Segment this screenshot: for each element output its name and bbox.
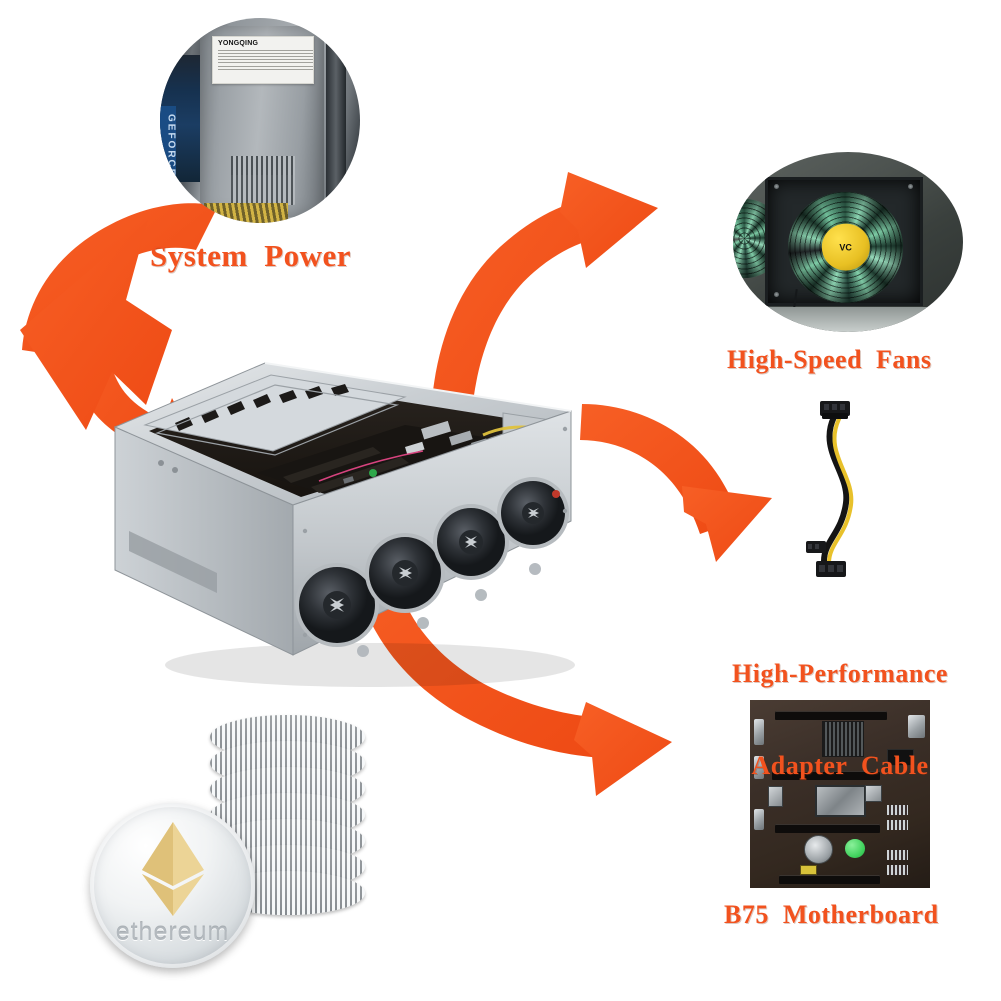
- io-shield-port: [753, 756, 765, 779]
- fan-array: [295, 477, 569, 647]
- fan-photo-floor: [733, 306, 963, 332]
- chipset-heatsink: [822, 720, 864, 757]
- psu-spec-label: YONGQING: [212, 36, 314, 84]
- pcie-slot: [778, 874, 880, 884]
- front-ethereum-coin: ethereum: [90, 803, 255, 968]
- fan-screw: [774, 292, 780, 298]
- cable-wire-yellow: [827, 417, 854, 565]
- fan-hub-mark: VC: [839, 242, 852, 253]
- ethereum-coin-stack: ethereum: [90, 715, 370, 970]
- geforce-branding-text: GEFORCE: [160, 105, 177, 186]
- pcie-slot: [771, 771, 880, 781]
- rig-fan: [295, 563, 379, 647]
- mining-rig-chassis: [113, 362, 575, 687]
- power-header: [908, 715, 925, 738]
- sata-connector: [886, 748, 914, 766]
- gpu-rail-inner-edge: [154, 384, 400, 456]
- io-shield-port: [753, 809, 765, 830]
- arrow-to-system-power-tail: [22, 203, 218, 356]
- front-panel-screws: [302, 426, 568, 638]
- arrow-head-adapter-cable: [682, 486, 772, 562]
- cable-connector-top: [820, 401, 850, 419]
- label-adapter-cable-line1: High-Performance: [732, 659, 948, 689]
- internal-pink-wire: [318, 450, 424, 482]
- green-led-indicator: [845, 839, 866, 858]
- io-shield-port: [753, 718, 765, 746]
- front-panel-header: [800, 865, 817, 875]
- cable-wire-black: [821, 414, 850, 564]
- primary-fan: VC: [788, 191, 904, 304]
- fan-hub-sticker: VC: [821, 223, 870, 271]
- chassis-rear-edge: [264, 362, 572, 412]
- fan-screw: [774, 184, 780, 190]
- label-adapter-cable: High-Performance Adapter Cable: [720, 598, 960, 843]
- gpu-card-in-photo: GEFORCE: [160, 54, 204, 186]
- rig-fan: [433, 504, 509, 580]
- smd-chip: [768, 786, 783, 808]
- psu-side-shadow: [326, 18, 346, 223]
- rig-shadow: [165, 643, 575, 687]
- psu-yellow-cables: [204, 202, 288, 223]
- ethereum-diamond-icon: [141, 822, 204, 916]
- psu-label-spec-lines: [218, 49, 313, 70]
- thumbnail-motherboard: [750, 700, 930, 888]
- pcie-slot: [775, 711, 887, 721]
- pin-header: [886, 850, 909, 860]
- psu-vent-lower: [231, 155, 296, 206]
- smd-chip: [865, 784, 882, 802]
- fan-screw: [907, 184, 913, 190]
- thumbnail-cooling-fans: VC: [733, 152, 963, 332]
- thumbnail-power-supply: GEFORCE YONGQING: [160, 18, 360, 223]
- label-high-speed-fans: High-Speed Fans: [727, 345, 932, 374]
- rig-fan: [497, 477, 569, 549]
- label-b75-motherboard: B75 Motherboard: [724, 900, 939, 929]
- label-system-power: System Power: [150, 238, 352, 273]
- cmos-battery: [804, 835, 833, 864]
- ethereum-wordmark: ethereum: [115, 918, 230, 946]
- label-adapter-cable-line2: Adapter Cable: [751, 751, 929, 781]
- chassis-left-handle-slot: [129, 531, 217, 593]
- arrow-head-motherboard: [574, 702, 672, 796]
- pcie-slot: [775, 824, 880, 834]
- thumbnail-adapter-cable: [806, 401, 854, 577]
- arrow-head-fans: [560, 172, 658, 268]
- rig-fan: [365, 533, 445, 613]
- pin-header: [886, 820, 909, 830]
- cpu-socket: [814, 784, 866, 817]
- psu-brand-text: YONGQING: [218, 40, 259, 48]
- pin-header: [886, 865, 909, 875]
- cable-connector-bottom: [816, 561, 846, 577]
- chassis-vent-holes: [357, 563, 541, 657]
- power-led: [552, 490, 560, 498]
- chassis-left-screw: [172, 467, 178, 473]
- cable-connector-mid: [806, 541, 826, 553]
- pin-header: [886, 805, 909, 815]
- chassis-left-screw: [158, 460, 164, 466]
